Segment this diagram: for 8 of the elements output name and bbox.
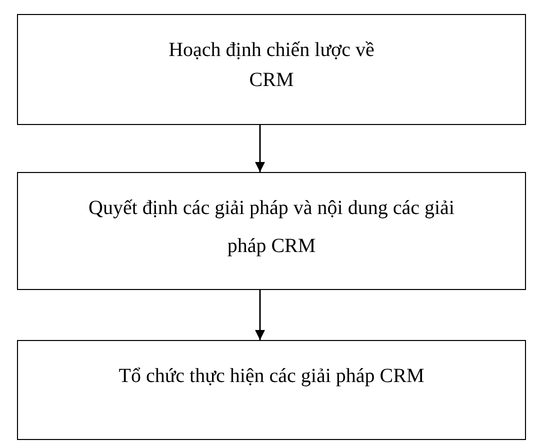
box-label: Hoạch định chiến lược về CRM [168,38,376,93]
process-box [17,340,526,440]
arrow [255,125,265,172]
process-box [17,14,526,125]
box-label: Quyết định các giải pháp và nội dung các giải pháp CRM [88,196,456,259]
process-box [17,172,526,290]
arrow [255,290,265,340]
box-label: Tổ chức thực hiện các giải pháp CRM [118,364,424,389]
